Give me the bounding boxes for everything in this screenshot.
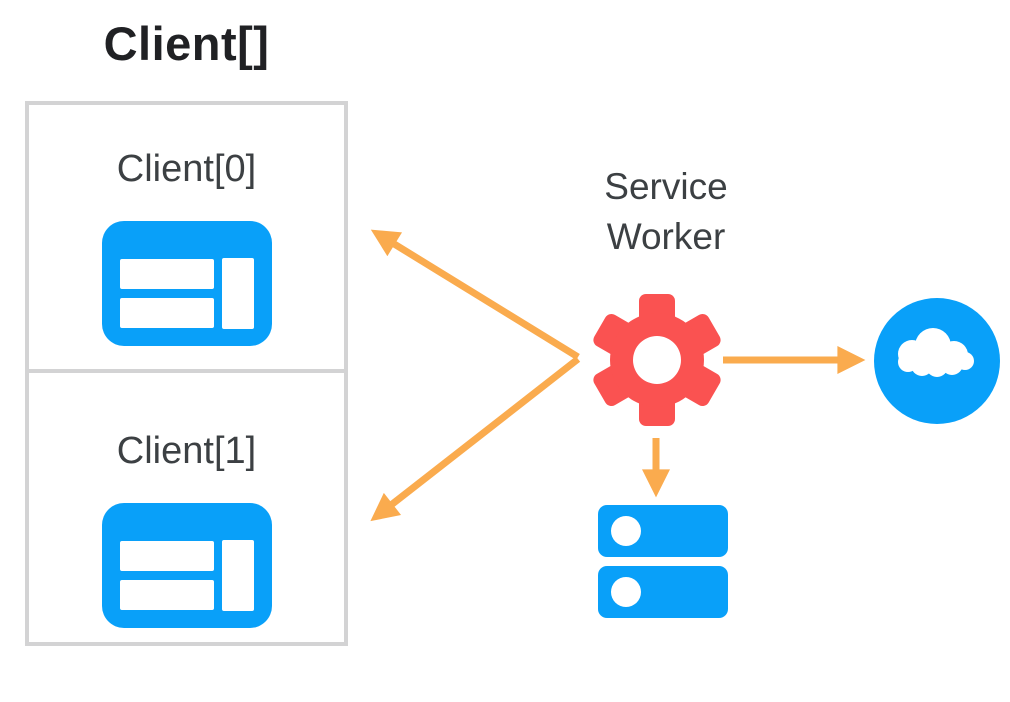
arrow-sw-to-client1: [370, 356, 581, 522]
arrow-sw-to-client0: [370, 229, 580, 360]
client-0-label: Client[0]: [116, 148, 257, 190]
cloud-icon: [874, 298, 1000, 424]
gear-icon: [593, 294, 721, 426]
client-group: Client[0] Client[1]: [25, 101, 348, 646]
client-1-label: Client[1]: [116, 430, 257, 472]
browser-window-icon: [101, 221, 272, 346]
client-box-0: Client[0]: [25, 101, 348, 373]
diagram-title: Client[]: [103, 17, 270, 70]
service-worker-label: Service Worker: [604, 166, 728, 257]
storage-server-icon: [598, 505, 728, 618]
client-box-1: Client[1]: [25, 369, 348, 646]
browser-window-icon: [101, 503, 272, 628]
